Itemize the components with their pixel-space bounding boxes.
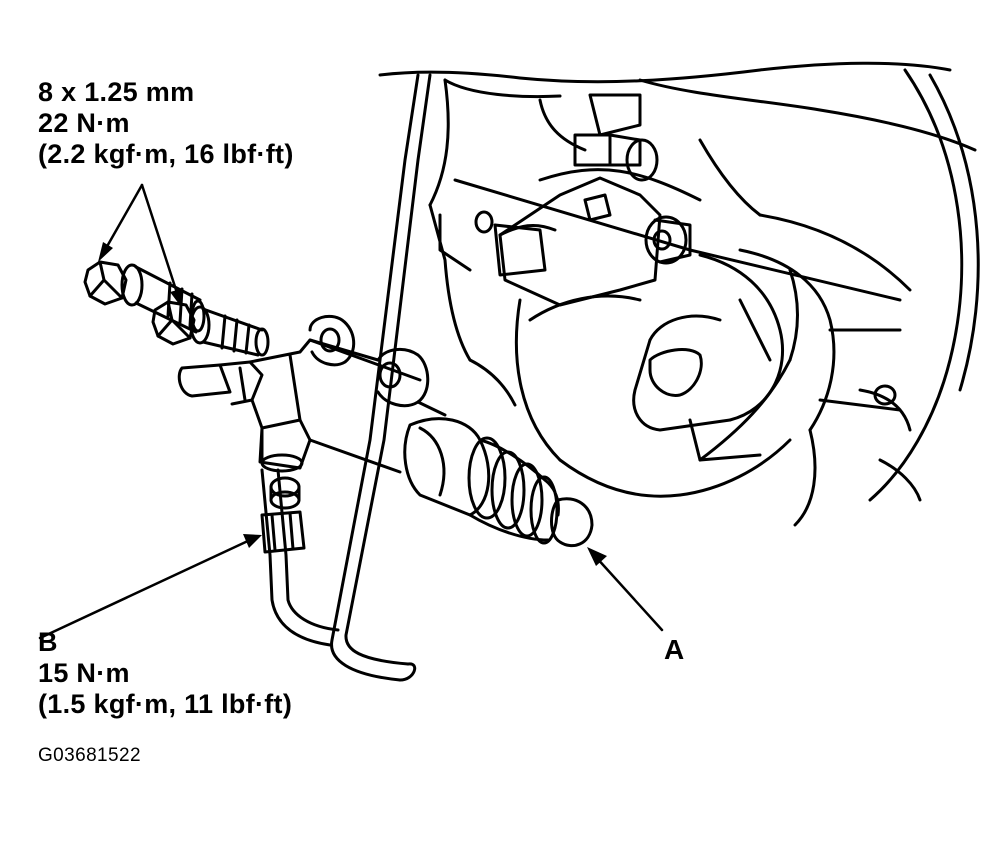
bolt-torque-alt-label: (2.2 kgf·m, 16 lbf·ft)	[38, 139, 294, 169]
bolt-leader-arrows	[103, 183, 180, 298]
cylinder-leader-arrow	[593, 554, 664, 632]
flare-nut-fitting	[260, 476, 306, 554]
clutch-slave-cylinder	[177, 314, 447, 474]
mounting-bracket	[438, 133, 692, 307]
cylinder-arrow-head	[587, 547, 607, 566]
fitting-letter-label: B	[38, 627, 58, 657]
hydraulic-pipe	[260, 73, 432, 682]
release-fork	[632, 253, 785, 462]
bolt-size-label: 8 x 1.25 mm	[38, 77, 195, 107]
rubber-boot	[403, 417, 560, 545]
mounting-bolt-lower	[151, 300, 270, 357]
fitting-leader-arrow	[38, 538, 252, 640]
fitting-torque-label: 15 N·m	[38, 658, 130, 688]
pushrod-tip	[550, 497, 594, 548]
bolt-arrow-head-lower	[170, 289, 182, 308]
fitting-torque-alt-label: (1.5 kgf·m, 11 lbf·ft)	[38, 689, 293, 719]
bolt-arrow-head-upper	[98, 242, 113, 262]
mounting-bolt-upper	[83, 260, 206, 334]
bolt-torque-callout: 8 x 1.25 mm 22 N·m (2.2 kgf·m, 16 lbf·ft…	[38, 77, 294, 170]
figure-id: G03681522	[38, 745, 141, 766]
transmission-housing	[378, 61, 980, 527]
fitting-torque-callout: B 15 N·m (1.5 kgf·m, 11 lbf·ft)	[38, 627, 292, 720]
fitting-arrow-head	[243, 534, 262, 548]
cylinder-letter-label: A	[664, 634, 685, 665]
bolt-torque-label: 22 N·m	[38, 108, 130, 138]
